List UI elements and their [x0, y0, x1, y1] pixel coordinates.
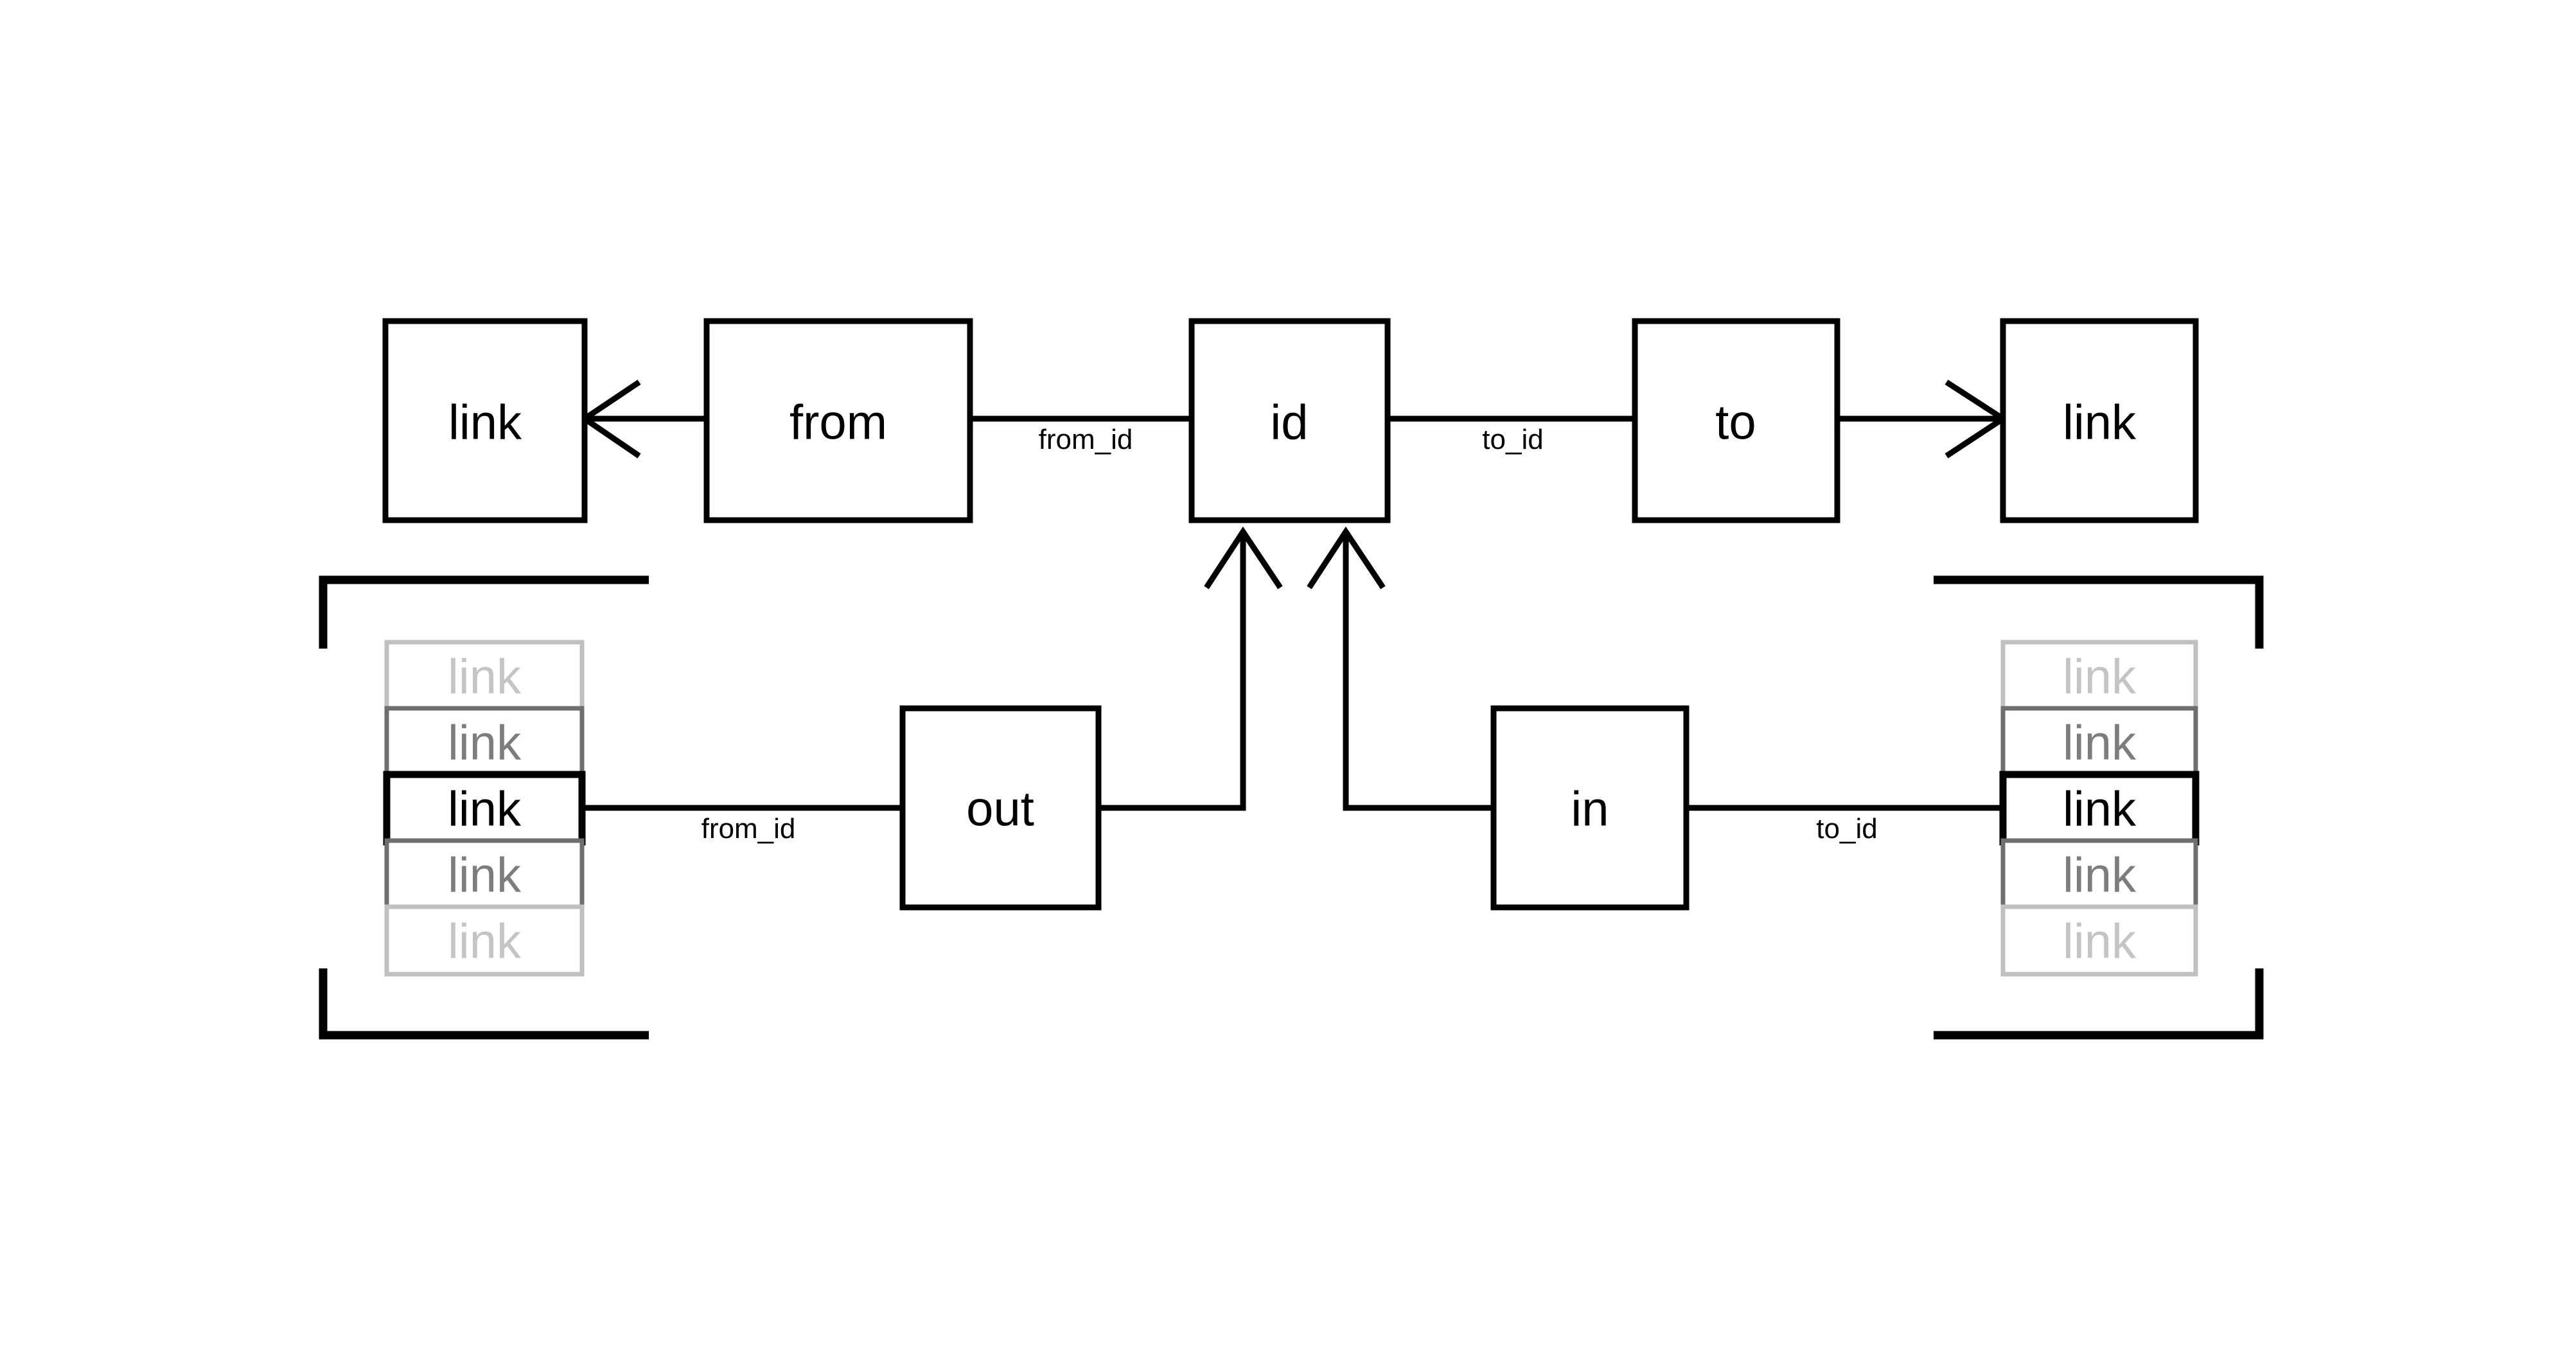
node-label: link: [448, 848, 522, 903]
list-item-selected[interactable]: link: [1999, 771, 2200, 846]
node-box[interactable]: [1188, 318, 1391, 523]
node-label: out: [966, 782, 1034, 837]
edge-line: [1098, 533, 1246, 811]
list-item: link: [2000, 640, 2198, 712]
edge-out-id-up: [1098, 526, 1283, 811]
node-box[interactable]: [703, 318, 973, 523]
bracket-left-icon: [319, 575, 649, 1040]
node-label: link: [2063, 650, 2137, 704]
node-to-top[interactable]: to: [1632, 318, 1840, 523]
edge-label-to-id-bottom: to_id: [1816, 813, 1877, 844]
edge-label-from-id-bottom: from_id: [701, 813, 796, 844]
node-label: link: [2063, 396, 2137, 450]
node-label: from: [790, 396, 887, 450]
node-out-bottom[interactable]: out: [899, 705, 1102, 911]
node-label: link: [448, 914, 522, 969]
node-box[interactable]: [1490, 705, 1689, 911]
node-in-bottom[interactable]: in: [1490, 705, 1689, 911]
node-box: [2000, 706, 2198, 778]
edge-from-to-link-left: [579, 380, 707, 459]
list-item: link: [384, 904, 585, 977]
bracket-right-icon: [1934, 575, 2264, 1040]
node-label: to: [1715, 396, 1756, 450]
node-label: link: [448, 716, 522, 771]
link-stack-right: link link link link link: [1934, 575, 2264, 1040]
list-item: link: [384, 706, 585, 778]
node-label: link: [2063, 848, 2137, 903]
node-box[interactable]: [899, 705, 1102, 911]
link-stack-left: link link link link link: [319, 575, 649, 1040]
list-item: link: [2000, 838, 2198, 911]
node-label: link: [2063, 914, 2137, 969]
node-label: link: [2063, 782, 2137, 837]
edge-from-id: from_id: [967, 415, 1192, 455]
edge-line: [1343, 533, 1494, 811]
node-label: id: [1270, 396, 1308, 450]
node-label: link: [448, 396, 522, 450]
node-label: link: [448, 782, 522, 837]
node-link-right-top[interactable]: link: [2000, 318, 2199, 523]
list-item: link: [2000, 706, 2198, 778]
list-item: link: [384, 838, 585, 911]
edge-in-linkstack-right: to_id: [1686, 805, 2004, 844]
node-from-top[interactable]: from: [703, 318, 973, 523]
arrowhead-up-icon: [1204, 526, 1283, 590]
edge-linkstack-left-out: from_id: [578, 805, 903, 844]
node-label: link: [2063, 716, 2137, 771]
node-box: [2000, 838, 2198, 911]
edge-label-from-id: from_id: [1039, 424, 1133, 455]
node-box[interactable]: [1999, 771, 2200, 846]
node-label: link: [448, 650, 522, 704]
edge-to-to-link-right: [1837, 380, 2009, 459]
node-box: [2000, 904, 2198, 977]
node-box[interactable]: [1632, 318, 1840, 523]
list-item: link: [384, 640, 585, 712]
node-box[interactable]: [2000, 318, 2199, 523]
node-box: [384, 838, 585, 911]
node-id-top[interactable]: id: [1188, 318, 1391, 523]
edge-in-id-up: [1307, 526, 1494, 811]
edge-label-to-id: to_id: [1482, 424, 1543, 455]
node-box[interactable]: [382, 318, 588, 523]
edge-id-to: to_id: [1384, 415, 1635, 455]
node-link-left-top[interactable]: link: [382, 318, 588, 523]
node-box: [2000, 640, 2198, 712]
list-item-selected[interactable]: link: [383, 771, 586, 846]
node-label: in: [1571, 782, 1609, 837]
list-item: link: [2000, 904, 2198, 977]
node-box: [384, 904, 585, 977]
arrowhead-up-icon: [1307, 526, 1386, 590]
